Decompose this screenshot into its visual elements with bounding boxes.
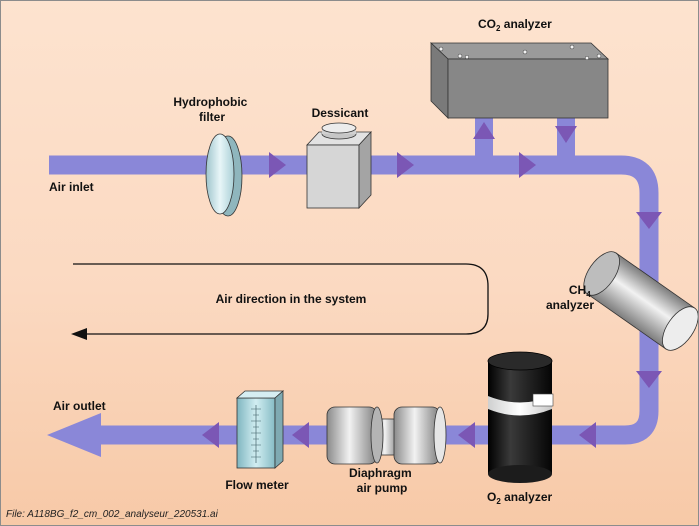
flow-arrow xyxy=(269,152,286,178)
flow-arrow xyxy=(636,212,662,229)
hydrophobic-filter-icon xyxy=(205,133,243,217)
air-direction-label: Air direction in the system xyxy=(216,292,367,306)
air-outlet-arrowhead xyxy=(47,413,101,457)
co2-analyzer-icon xyxy=(429,42,610,119)
diaphragm-air-pump-icon xyxy=(326,406,447,465)
air-outlet-label: Air outlet xyxy=(53,399,106,413)
flow-arrow xyxy=(292,422,309,448)
flow-arrow xyxy=(555,126,577,143)
flow-arrow xyxy=(636,371,662,388)
hydrophobic-filter-label: Hydrophobic filter xyxy=(173,95,250,124)
o2-analyzer-label: O2 analyzer xyxy=(487,490,552,506)
flow-arrow xyxy=(458,422,475,448)
air-direction-line xyxy=(73,263,489,335)
air-inlet-label: Air inlet xyxy=(49,180,94,194)
flow-meter-icon xyxy=(235,390,285,469)
diaphragm-air-pump-label: Diaphragm air pump xyxy=(349,466,415,495)
flow-meter-label: Flow meter xyxy=(225,478,289,492)
air-direction-arrowhead xyxy=(71,328,87,340)
dessicant-label: Dessicant xyxy=(312,106,369,120)
flow-arrow xyxy=(397,152,414,178)
flow-arrow xyxy=(519,152,536,178)
co2-analyzer-label: CO2 analyzer xyxy=(478,17,552,33)
flow-arrow xyxy=(579,422,596,448)
flow-arrow xyxy=(202,422,219,448)
ch4-analyzer-icon xyxy=(583,251,698,351)
file-name-label: File: A118BG_f2_cm_002_analyseur_220531.… xyxy=(6,509,219,520)
flow-arrows xyxy=(202,122,662,448)
flow-arrow xyxy=(473,122,495,139)
dessicant-icon xyxy=(306,122,372,210)
o2-analyzer-icon xyxy=(487,351,554,483)
ch4-analyzer-label: CH4 analyzer xyxy=(546,283,594,312)
